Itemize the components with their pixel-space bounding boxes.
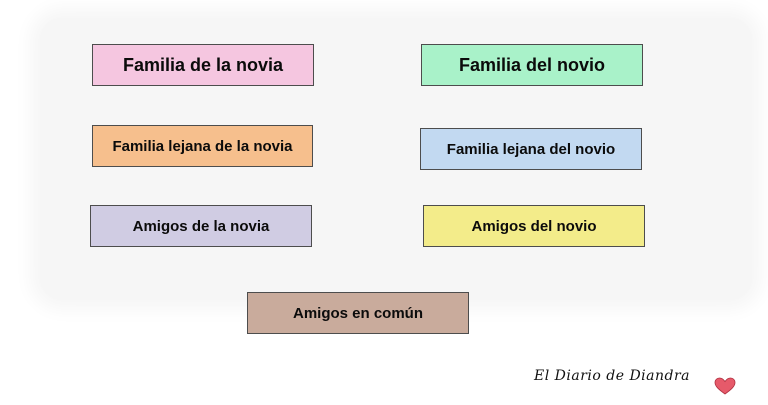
bride-friends-box: Amigos de la novia	[90, 205, 312, 247]
groom-friends-label: Amigos del novio	[471, 217, 597, 235]
groom-family-label: Familia del novio	[458, 54, 606, 75]
bride-family-box: Familia de la novia	[92, 44, 314, 86]
groom-distant-family-label: Familia lejana del novio	[446, 140, 616, 158]
watermark-signature: El Diario de Diandra	[534, 368, 691, 384]
bride-friends-label: Amigos de la novia	[132, 217, 270, 235]
mutual-friends-label: Amigos en común	[292, 304, 423, 322]
groom-friends-box: Amigos del novio	[423, 205, 645, 247]
groom-family-box: Familia del novio	[421, 44, 643, 86]
bride-distant-family-box: Familia lejana de la novia	[92, 125, 313, 167]
heart-icon	[714, 377, 736, 395]
bride-distant-family-label: Familia lejana de la novia	[112, 137, 293, 155]
groom-distant-family-box: Familia lejana del novio	[420, 128, 642, 170]
bride-family-label: Familia de la novia	[122, 54, 284, 75]
mutual-friends-box: Amigos en común	[247, 292, 469, 334]
